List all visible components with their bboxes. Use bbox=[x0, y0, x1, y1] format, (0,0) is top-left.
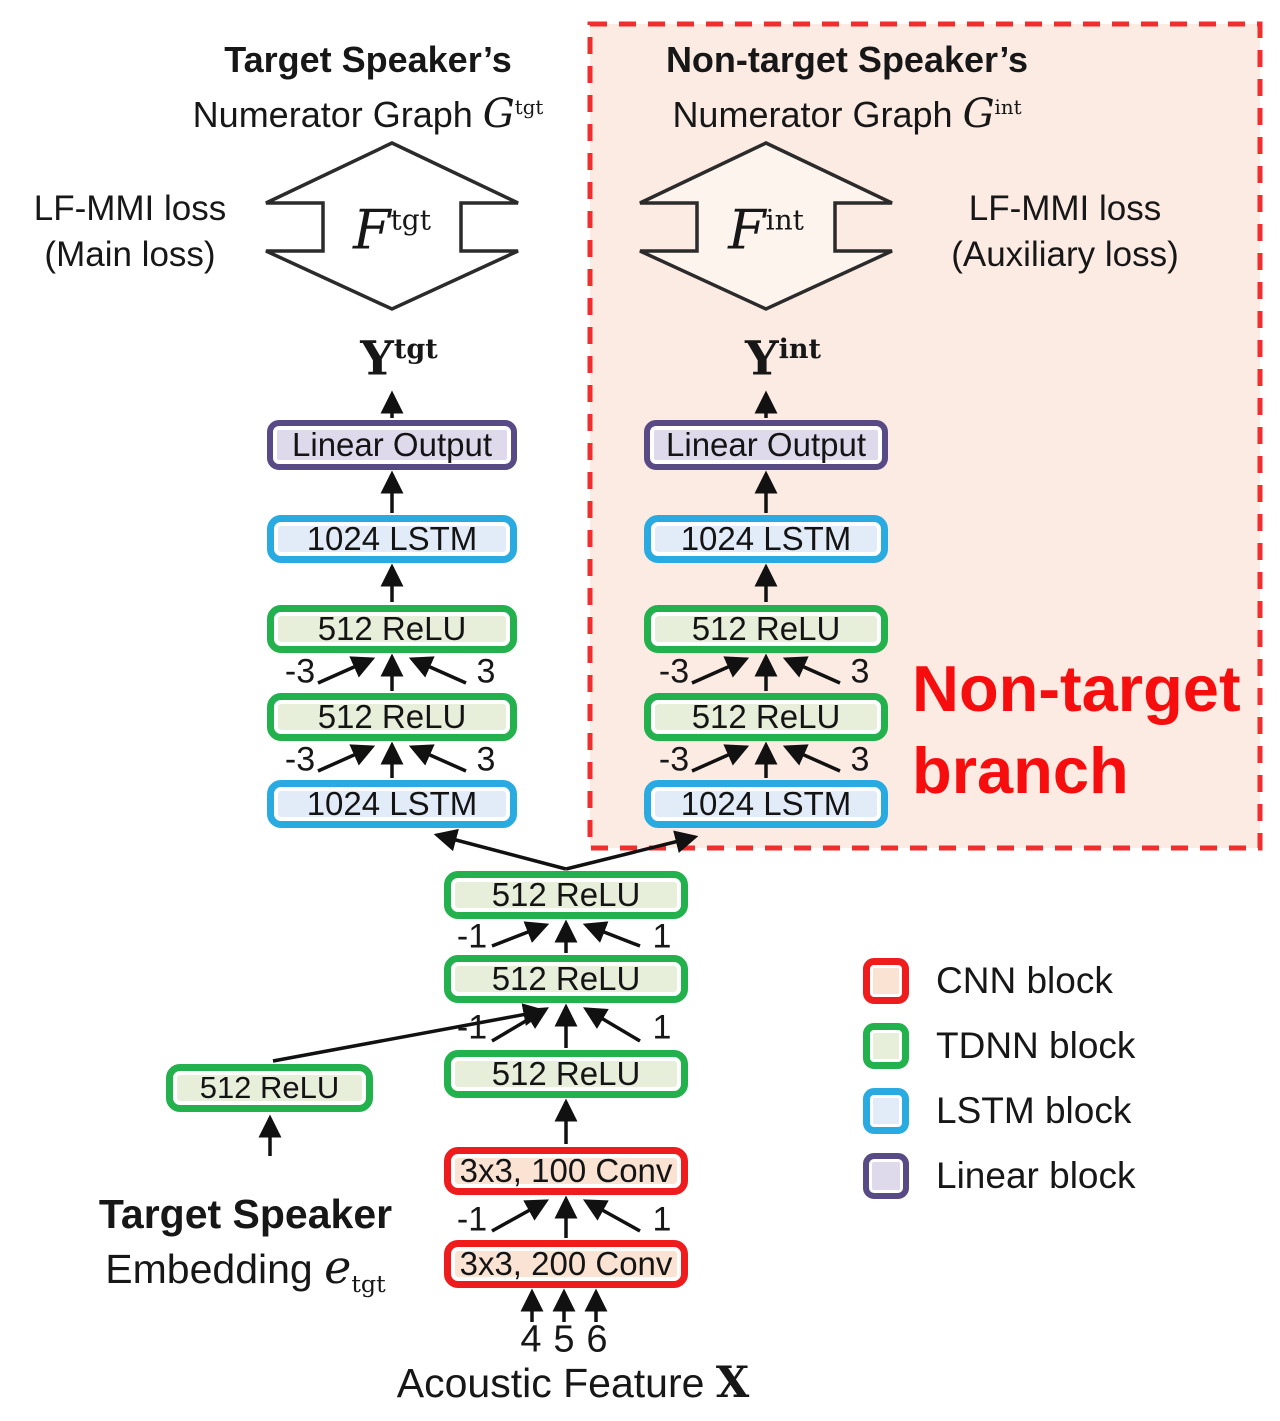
splice-label-m1: -1 bbox=[456, 917, 488, 956]
title-target-graph: Target Speaker’s Numerator Graph Gtgt bbox=[118, 36, 618, 139]
linear-output-block-nontarget: Linear Output bbox=[644, 420, 888, 470]
tdnn-block-shared-bottom: 512 ReLU bbox=[444, 1050, 688, 1098]
input-frame-label: 4 bbox=[520, 1318, 542, 1361]
splice-label-m3: -3 bbox=[284, 740, 316, 779]
legend-row-cnn: CNN block bbox=[863, 958, 1136, 1004]
acoustic-symbol: X bbox=[715, 1358, 750, 1408]
splice-label-m3: -3 bbox=[658, 652, 690, 691]
lstm-block-nontarget-lower: 1024 LSTM bbox=[644, 780, 888, 828]
title-nontarget-graph: Non-target Speaker’s Numerator Graph Gin… bbox=[612, 36, 1082, 139]
splice-label-p3: 3 bbox=[850, 652, 870, 691]
cnn-swatch-icon bbox=[863, 958, 909, 1004]
output-symbol-tgt: Ytgt bbox=[360, 331, 438, 387]
input-frame-label: 6 bbox=[586, 1318, 608, 1361]
tdnn-block-target-lower: 512 ReLU bbox=[267, 693, 517, 741]
linear-swatch-icon bbox=[863, 1153, 909, 1199]
title-nontarget-line2: Numerator Graph Gint bbox=[672, 91, 1022, 137]
embedding-symbol: e bbox=[324, 1240, 352, 1294]
linear-output-block-target: Linear Output bbox=[267, 420, 517, 470]
lstm-swatch-icon bbox=[863, 1088, 909, 1134]
tdnn-block-embedding: 512 ReLU bbox=[166, 1064, 373, 1112]
lstm-block-target-upper: 1024 LSTM bbox=[267, 515, 517, 563]
title-target-line2: Numerator Graph Gtgt bbox=[192, 91, 544, 137]
loss-symbol-int: Fint bbox=[728, 198, 804, 262]
splice-label-m3: -3 bbox=[284, 652, 316, 691]
splice-label-p3: 3 bbox=[850, 740, 870, 779]
main-loss-caption: LF-MMI loss (Main loss) bbox=[33, 189, 227, 274]
lstm-block-target-lower: 1024 LSTM bbox=[267, 780, 517, 828]
splice-label-m3: -3 bbox=[658, 740, 690, 779]
title-nontarget-line1: Non-target Speaker’s bbox=[665, 39, 1029, 80]
input-frame-label: 5 bbox=[553, 1318, 575, 1361]
legend-row-tdnn: TDNN block bbox=[863, 1023, 1136, 1069]
tdnn-block-target-upper: 512 ReLU bbox=[267, 605, 517, 653]
loss-symbol-tgt: Ftgt bbox=[353, 198, 431, 262]
tdnn-block-shared-middle: 512 ReLU bbox=[444, 955, 688, 1003]
cnn-block-100: 3x3, 100 Conv bbox=[444, 1147, 688, 1195]
non-target-branch-label: Non-target branch bbox=[912, 652, 1241, 807]
graph-symbol-tgt: G bbox=[482, 91, 515, 137]
legend-row-lstm: LSTM block bbox=[863, 1088, 1136, 1134]
splice-label-p1: 1 bbox=[652, 917, 672, 956]
legend-row-linear: Linear block bbox=[863, 1153, 1136, 1199]
splice-label-p3: 3 bbox=[476, 652, 496, 691]
embedding-caption: Target Speaker Embedding etgt bbox=[98, 1191, 393, 1299]
cnn-block-200: 3x3, 200 Conv bbox=[444, 1240, 688, 1288]
auxiliary-loss-caption: LF-MMI loss (Auxiliary loss) bbox=[951, 189, 1179, 274]
splice-label-p1: 1 bbox=[652, 1008, 672, 1047]
graph-symbol-int: G bbox=[962, 91, 995, 137]
output-symbol-int: Yint bbox=[745, 331, 821, 387]
splice-label-p1: 1 bbox=[652, 1200, 672, 1239]
tdnn-block-nontarget-lower: 512 ReLU bbox=[644, 693, 888, 741]
splice-label-m1: -1 bbox=[456, 1200, 488, 1239]
acoustic-feature-caption: Acoustic Feature X bbox=[396, 1358, 750, 1408]
tdnn-block-shared-top: 512 ReLU bbox=[444, 871, 688, 919]
splice-label-p3: 3 bbox=[476, 740, 496, 779]
lstm-block-nontarget-upper: 1024 LSTM bbox=[644, 515, 888, 563]
splice-label-m1: -1 bbox=[456, 1008, 488, 1047]
tdnn-block-nontarget-upper: 512 ReLU bbox=[644, 605, 888, 653]
tdnn-swatch-icon bbox=[863, 1023, 909, 1069]
legend: CNN block TDNN block LSTM block Linear b… bbox=[863, 958, 1136, 1218]
title-target-line1: Target Speaker’s bbox=[224, 39, 512, 80]
